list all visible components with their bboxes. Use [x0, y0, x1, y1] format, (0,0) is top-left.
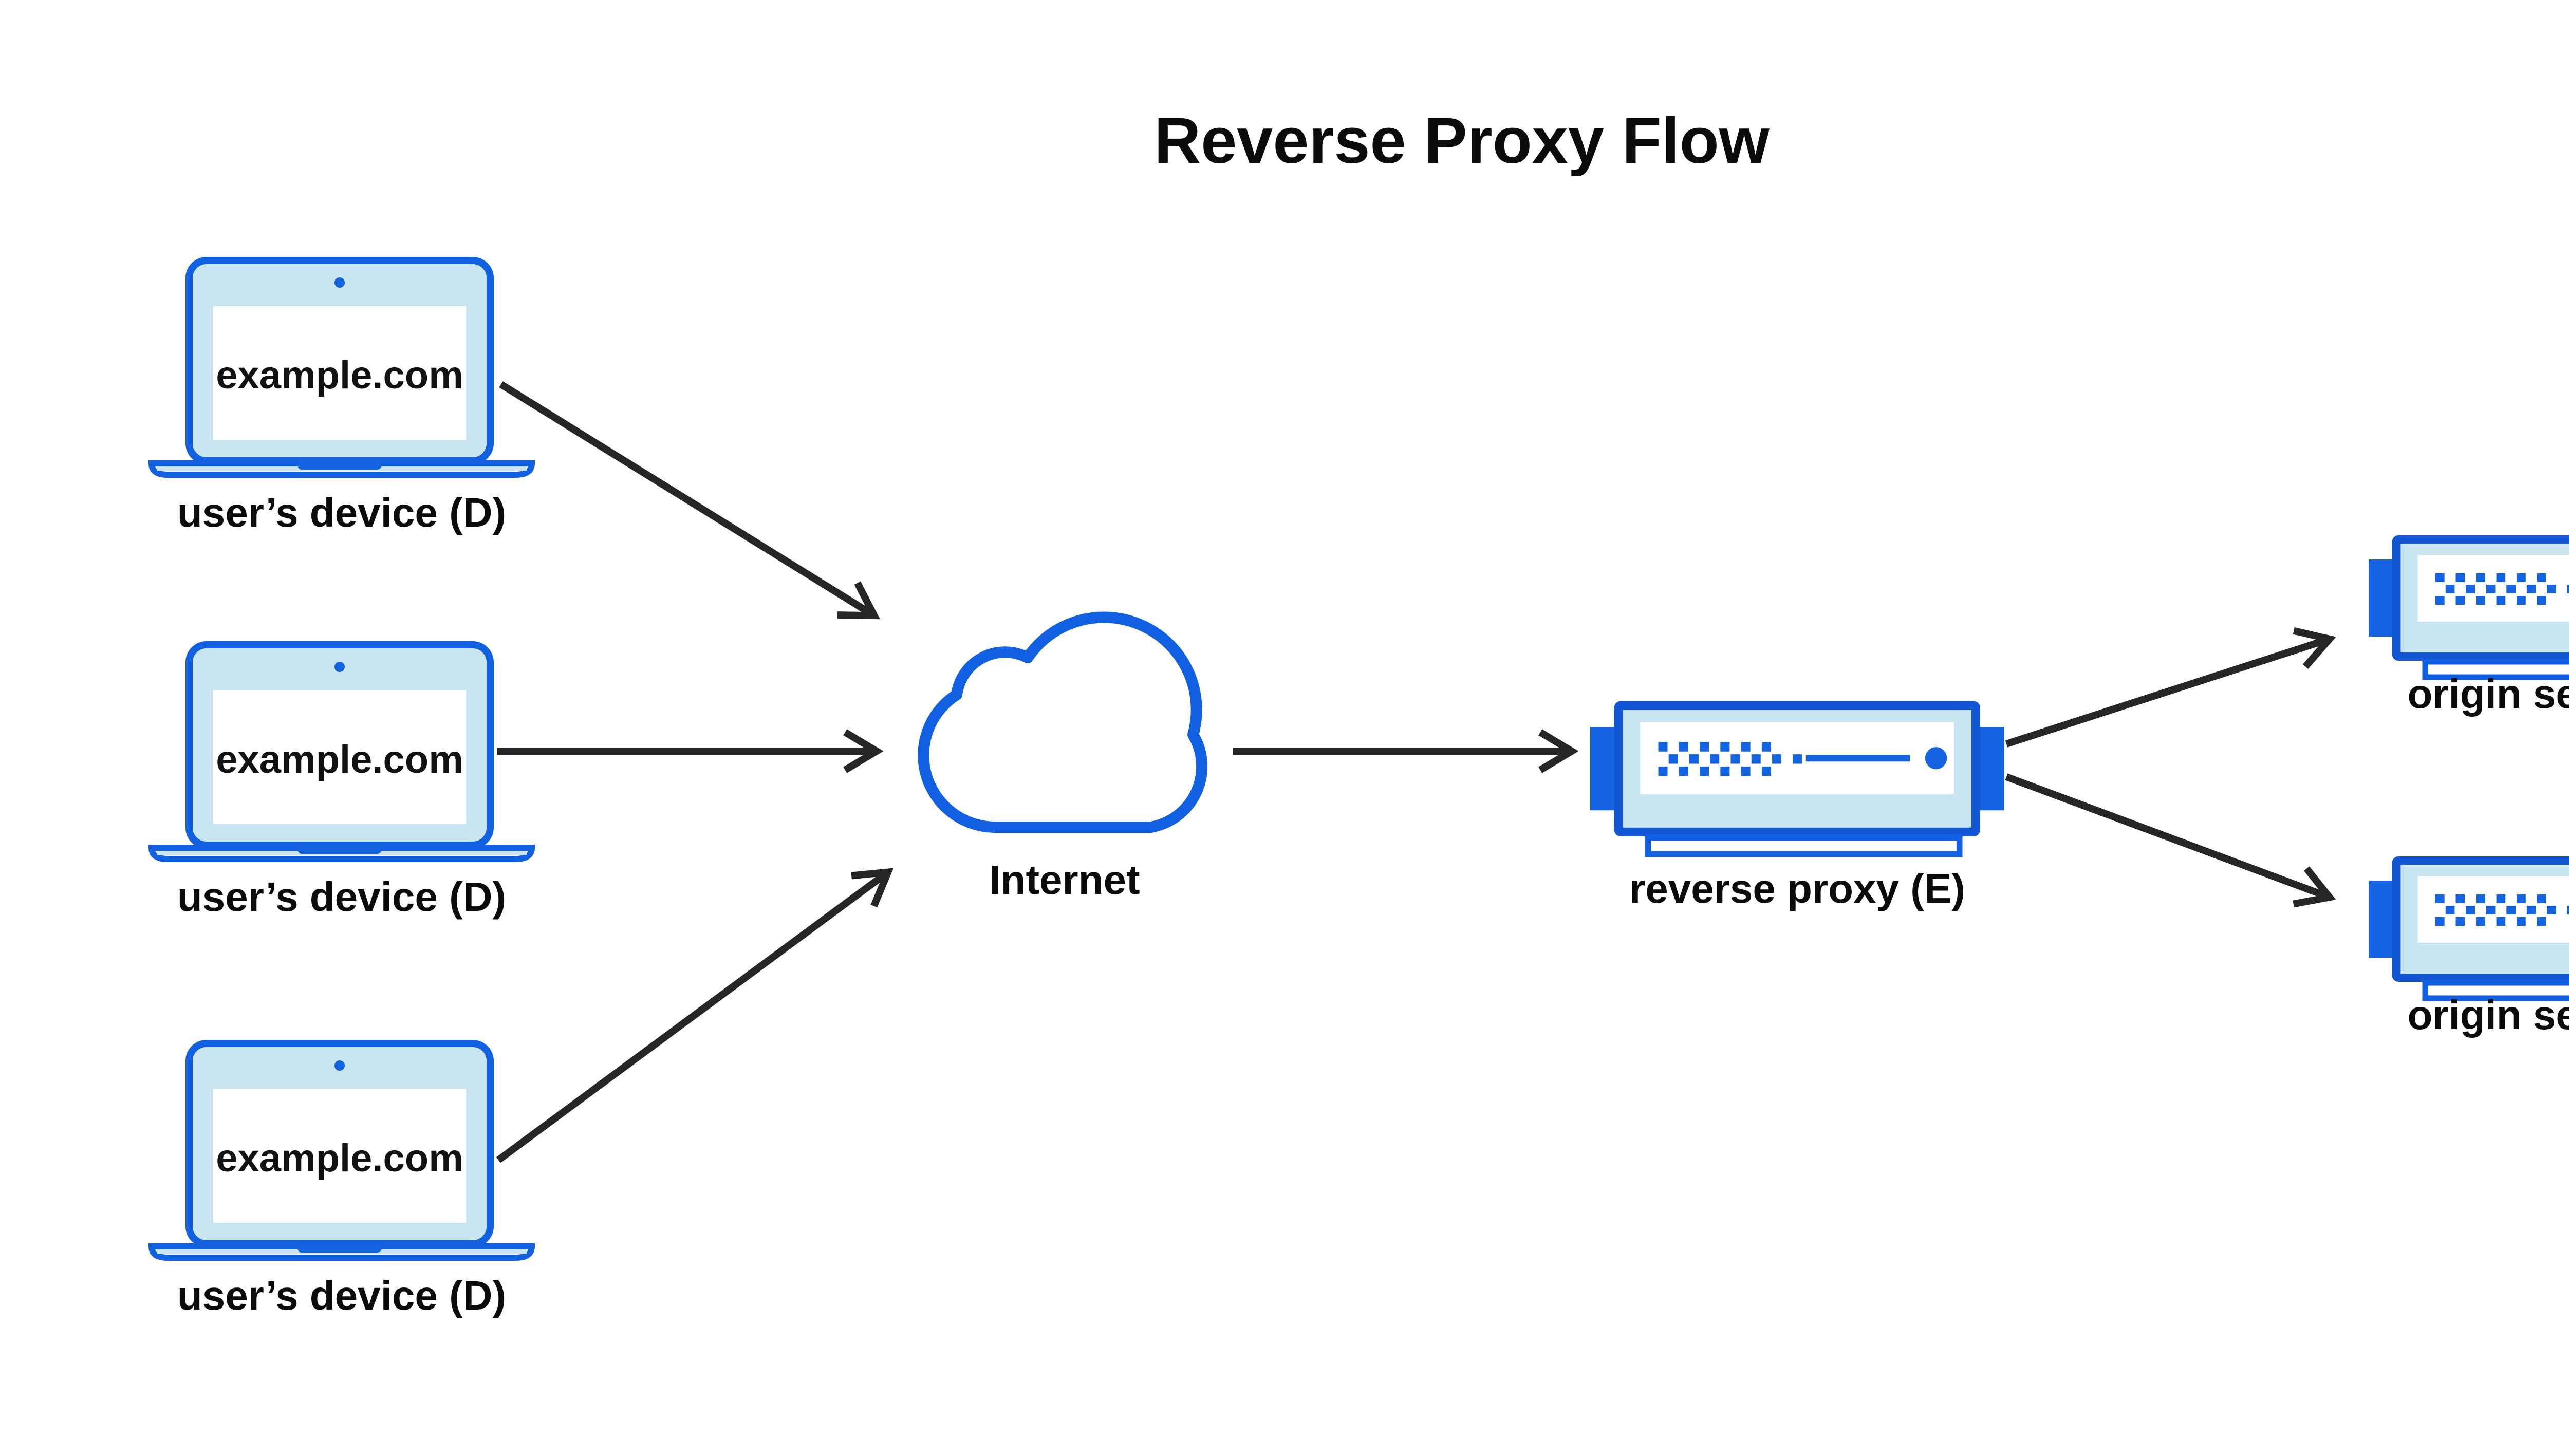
proxy-label: reverse proxy (E) — [1629, 866, 1965, 911]
device-label: user’s device (D) — [177, 490, 506, 535]
flow-arrows — [496, 381, 2336, 1163]
user-device-3: example.com user’s device (D) — [152, 1043, 532, 1318]
server-icon — [1590, 705, 2004, 854]
internet-label: Internet — [989, 857, 1140, 903]
origin-server-2: origin server (F) — [2369, 861, 2569, 1038]
arrow-device3-to-internet — [496, 868, 894, 1163]
user-device-2: example.com user’s device (D) — [152, 645, 532, 920]
server-icon — [2369, 861, 2569, 998]
device-label: user’s device (D) — [177, 874, 506, 920]
arrow-proxy-to-origin2 — [2005, 773, 2336, 908]
arrow-device1-to-internet — [499, 381, 880, 620]
device-screen-url: example.com — [216, 738, 463, 781]
diagram-title: Reverse Proxy Flow — [1154, 104, 1770, 177]
origin-label: origin server (F) — [2407, 671, 2569, 717]
reverse-proxy-node: reverse proxy (E) — [1590, 705, 2004, 911]
cloud-icon — [918, 611, 1208, 833]
origin-label: origin server (F) — [2407, 992, 2569, 1038]
device-label: user’s device (D) — [177, 1273, 506, 1318]
server-icon — [2369, 539, 2569, 677]
arrow-proxy-to-origin1 — [2005, 627, 2336, 748]
internet-node: Internet — [918, 611, 1208, 903]
device-screen-url: example.com — [216, 353, 463, 397]
user-device-1: example.com user’s device (D) — [152, 260, 532, 535]
device-screen-url: example.com — [216, 1136, 463, 1180]
origin-server-1: origin server (F) — [2369, 539, 2569, 717]
